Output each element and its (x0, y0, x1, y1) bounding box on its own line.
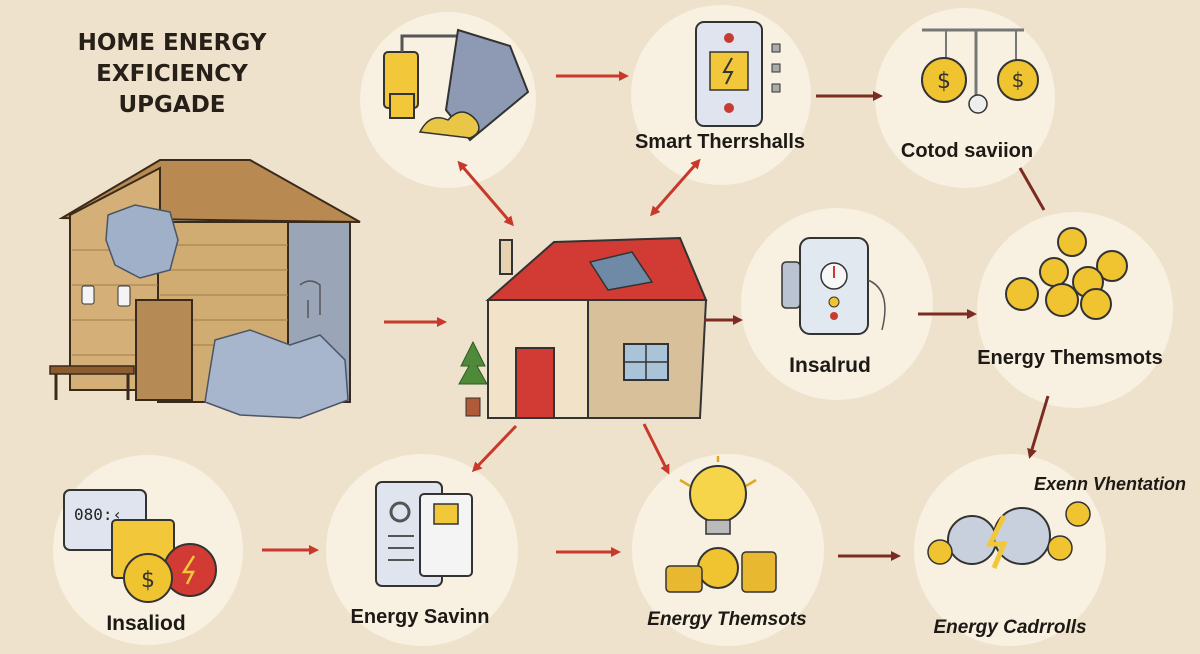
coin-pile-icon (1005, 227, 1128, 320)
lightbulb-icon (665, 456, 777, 593)
title-line-3: UPGADE (118, 92, 226, 118)
label-cost-savings: Cotod saviion (900, 140, 1034, 162)
page-title: HOME ENERGY EXFICIENCY UPGADE (52, 28, 292, 121)
title-line-1: HOME ENERGY (77, 30, 267, 56)
insulation-hopper-icon (383, 28, 530, 142)
label-insulated-bottom: Insaliod (106, 612, 186, 635)
house-icon (458, 236, 708, 419)
svg-text:$: $ (141, 568, 155, 593)
label-energy-thermostats-bottom: Energy Themsots (647, 609, 807, 630)
title-line-2: EXFICIENCY (96, 61, 248, 87)
thermostat-icon (695, 21, 781, 127)
document-icon (375, 481, 473, 587)
meter-display: 080:‹ (74, 505, 122, 524)
svg-text:$: $ (1012, 68, 1025, 92)
label-smart-thermostats: Smart Therrshalls (634, 131, 806, 153)
coin-scale-icon: $ $ (921, 28, 1039, 114)
label-energy-controls: Energy Cadrrolls (933, 617, 1087, 638)
label-extra-ventilation: Exenn Vhentation (1033, 474, 1187, 494)
label-insulated-top: Insalrud (789, 354, 871, 377)
circle-cost-savings (875, 8, 1055, 188)
svg-text:$: $ (937, 69, 951, 94)
flow-arrows (262, 71, 1050, 561)
old-house-icon (49, 159, 361, 419)
sensor-device-icon (781, 237, 886, 335)
label-energy-thermostats-top: Energy Themsmots (977, 347, 1163, 369)
meter-icon: $ (63, 489, 217, 603)
label-energy-savings: Energy Savinn (350, 606, 490, 628)
bulb-pair-icon (927, 501, 1091, 569)
